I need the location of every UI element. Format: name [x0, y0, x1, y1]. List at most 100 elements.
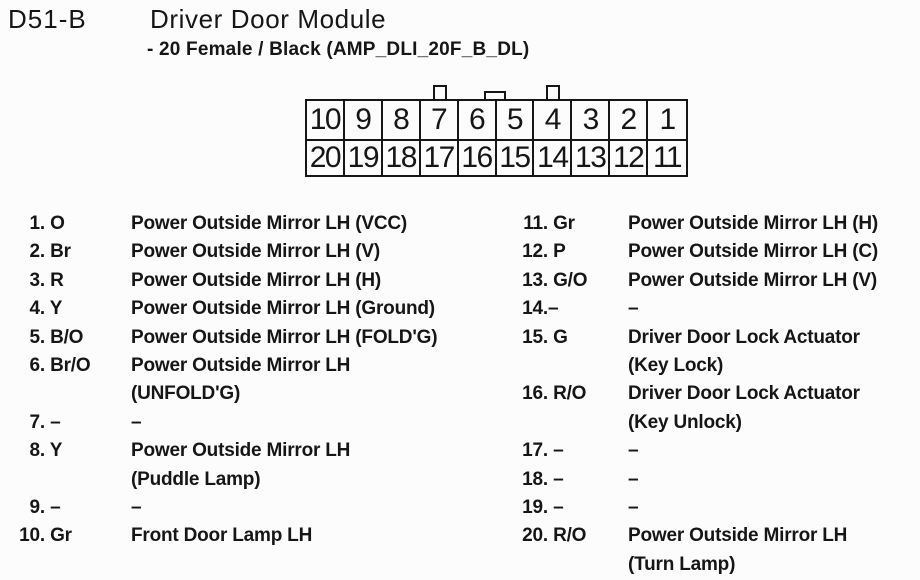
connector-pin-cell: 2 — [610, 101, 649, 141]
pin-wire-color: Br — [45, 241, 71, 263]
pin-number: 17. — [522, 440, 548, 462]
pin-row: 4. Y Power Outside Mirror LH (Ground) — [18, 295, 498, 323]
pin-wire-color: Y — [45, 440, 63, 462]
pin-row: 8. Y Power Outside Mirror LH(Puddle Lamp… — [18, 437, 498, 494]
pin-list-right: 11. Gr Power Outside Mirror LH (H) 12. P… — [520, 210, 916, 579]
pin-description: Power Outside Mirror LH (H) — [628, 213, 879, 234]
pin-description: Driver Door Lock Actuator(Key Lock) — [628, 326, 860, 377]
pin-list-left: 1. O Power Outside Mirror LH (VCC) 2. Br… — [18, 210, 498, 551]
pin-description: Driver Door Lock Actuator(Key Unlock) — [628, 383, 860, 433]
connector-pin-cell: 9 — [344, 101, 383, 141]
connector-pin-cell: 7 — [420, 101, 459, 141]
connector-pin-cell: 11 — [652, 141, 683, 174]
pin-number: 7. — [29, 411, 46, 433]
connector-pin-cell: 19 — [345, 141, 383, 175]
pin-description: – — [628, 298, 639, 320]
pin-row: 13. G/O Power Outside Mirror LH (V) — [520, 267, 916, 295]
pin-number: 10. — [19, 525, 45, 547]
pin-number: 15. — [522, 326, 548, 348]
connector-pin-cell: 5 — [496, 101, 535, 141]
pin-number: 1. — [29, 213, 46, 234]
pin-number: 2. — [29, 241, 46, 263]
connector-pin-cell: 16 — [459, 141, 497, 175]
pin-wire-color: P — [548, 241, 566, 263]
pin-description: Front Door Lamp LH — [131, 525, 313, 547]
pin-number: 12. — [522, 241, 548, 263]
pin-row: 16. R/O Driver Door Lock Actuator(Key Un… — [520, 380, 916, 437]
pin-row: 7. – – — [18, 409, 498, 437]
pin-row: 10. Gr Front Door Lamp LH — [18, 522, 498, 550]
pin-wire-color: R/O — [548, 525, 587, 547]
connector-pin-cell: 12 — [610, 141, 649, 175]
pin-description: – — [131, 497, 142, 519]
connector-pin-cell: 1 — [648, 101, 686, 141]
pin-number: 9. — [29, 497, 46, 519]
pin-wire-color: – — [45, 497, 61, 519]
pin-wire-color: – — [548, 298, 559, 320]
pin-description: Power Outside Mirror LH(Turn Lamp) — [628, 525, 848, 575]
pin-number: 8. — [29, 440, 46, 462]
pin-description: – — [628, 497, 639, 519]
pin-description: Power Outside Mirror LH(UNFOLD'G) — [131, 355, 351, 405]
pin-number: 11. — [523, 213, 548, 234]
pin-description: – — [628, 440, 639, 462]
pin-wire-color: – — [45, 411, 61, 433]
pin-number: 20. — [522, 525, 548, 547]
pin-description: – — [131, 411, 142, 433]
pin-wire-color: Br/O — [45, 355, 91, 377]
pin-number: 3. — [29, 269, 46, 291]
pin-description: Power Outside Mirror LH (FOLD'G) — [131, 326, 438, 348]
pin-number: 13. — [522, 269, 548, 291]
connector-key-tab-left — [433, 85, 447, 101]
connector-pin-cell: 14 — [534, 141, 573, 175]
pin-description: Power Outside Mirror LH (V) — [628, 269, 878, 291]
page-title: Driver Door Module — [150, 4, 387, 34]
pin-row: 9. – – — [18, 494, 498, 522]
pin-row: 17. – – — [520, 437, 916, 465]
pin-wire-color: G/O — [548, 269, 588, 291]
pin-number: 6. — [29, 355, 46, 377]
pin-wire-color: R — [45, 269, 64, 291]
pin-number: 19. — [522, 497, 548, 519]
pin-description: Power Outside Mirror LH (Ground) — [131, 298, 435, 320]
pin-row: 11. Gr Power Outside Mirror LH (H) — [520, 210, 916, 238]
pin-description: Power Outside Mirror LH (H) — [131, 269, 382, 291]
pin-wire-color: – — [548, 440, 564, 462]
pin-description: Power Outside Mirror LH (VCC) — [131, 213, 408, 234]
connector-key-tab-center — [484, 91, 506, 101]
pin-description: Power Outside Mirror LH (V) — [131, 241, 381, 263]
pin-row: 1. O Power Outside Mirror LH (VCC) — [18, 210, 498, 238]
connector-pin-cell: 10 — [307, 101, 345, 141]
pin-wire-color: B/O — [45, 326, 84, 348]
pin-wire-color: – — [548, 468, 564, 490]
pin-row: 18. – – — [520, 466, 916, 494]
pin-number: 4. — [29, 298, 46, 320]
connector-pin-cell: 13 — [572, 141, 611, 175]
connector-pin-cell: 8 — [382, 101, 421, 141]
pin-row: 12. P Power Outside Mirror LH (C) — [520, 238, 916, 266]
pin-wire-color: Gr — [45, 525, 72, 547]
pin-row: 6. Br/O Power Outside Mirror LH(UNFOLD'G… — [18, 352, 498, 409]
pin-number: 14. — [522, 298, 548, 320]
connector-pin-cell: 20 — [307, 141, 345, 175]
pin-row: 20. R/O Power Outside Mirror LH(Turn Lam… — [520, 522, 916, 579]
connector-key-tab-right — [546, 85, 560, 101]
pin-description: Power Outside Mirror LH(Puddle Lamp) — [131, 440, 351, 490]
connector-subtitle: - 20 Female / Black (AMP_DLI_20F_B_DL) — [147, 39, 530, 60]
pin-wire-color: R/O — [548, 383, 587, 405]
connector-diagram: 10 9 8 7 6 5 4 3 2 1 20 19 18 17 16 15 1… — [305, 99, 688, 177]
connector-pin-cell: 3 — [572, 101, 611, 141]
pin-description: – — [628, 468, 639, 490]
pin-wire-color: O — [45, 213, 65, 234]
pin-row: 3. R Power Outside Mirror LH (H) — [18, 267, 498, 295]
connector-pin-cell: 4 — [534, 101, 573, 141]
connector-pin-cell: 15 — [497, 141, 535, 175]
pin-row: 2. Br Power Outside Mirror LH (V) — [18, 238, 498, 266]
connector-pin-cell: 6 — [458, 101, 497, 141]
pin-number: 5. — [29, 326, 46, 348]
pin-row: 15. G Driver Door Lock Actuator(Key Lock… — [520, 324, 916, 381]
pin-row: 19. – – — [520, 494, 916, 522]
pin-wire-color: G — [548, 326, 568, 348]
connector-id: D51-B — [8, 4, 87, 34]
